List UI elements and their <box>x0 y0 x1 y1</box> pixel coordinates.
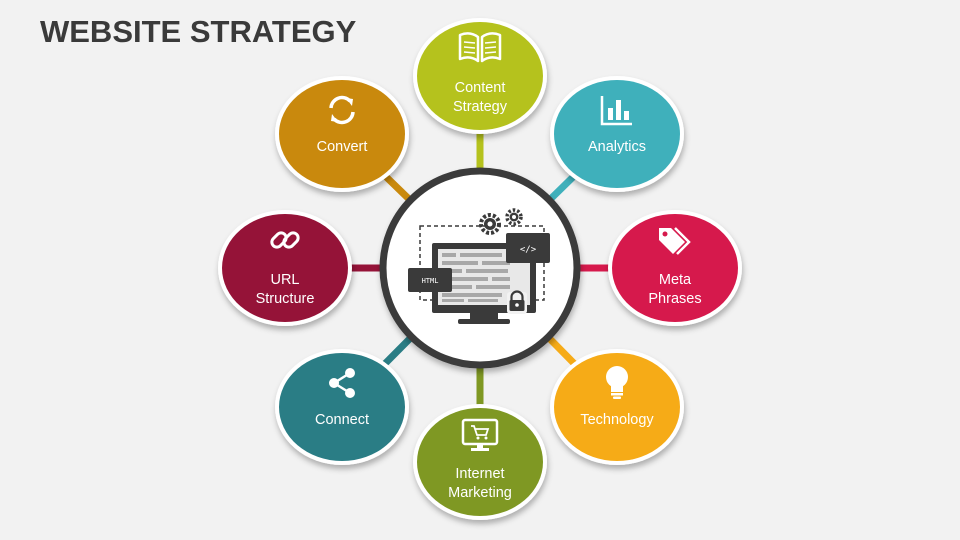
page-title: WEBSITE STRATEGY <box>40 14 357 49</box>
monitor-cart-icon <box>461 418 499 451</box>
link-icon <box>270 231 300 249</box>
nodes: ContentStrategyAnalyticsMetaPhrasesTechn… <box>218 18 742 520</box>
lock-icon <box>507 290 527 314</box>
node-fill-convert <box>279 80 405 188</box>
website-code-monitor-icon: HTML </> <box>408 208 550 324</box>
node-label-url-structure: URL <box>270 272 299 288</box>
node-label-meta-phrases: Phrases <box>648 291 701 307</box>
node-fill-meta-phrases <box>612 214 738 322</box>
node-label-convert: Convert <box>317 139 368 155</box>
node-analytics: Analytics <box>550 76 684 192</box>
node-label-internet-marketing: Internet <box>455 466 504 482</box>
bar-chart-icon <box>600 96 632 126</box>
gears-icon <box>479 208 523 235</box>
node-label-url-structure: Structure <box>256 291 315 307</box>
node-connect: Connect <box>275 349 409 465</box>
share-icon <box>329 368 355 398</box>
sync-arrows-icon <box>329 95 355 125</box>
node-label-analytics: Analytics <box>588 139 646 155</box>
node-fill-internet-marketing <box>417 408 543 516</box>
node-fill-connect <box>279 353 405 461</box>
open-book-icon <box>458 32 502 63</box>
node-label-internet-marketing: Marketing <box>448 485 512 501</box>
node-convert: Convert <box>275 76 409 192</box>
node-url-structure: URL Structure <box>218 210 352 326</box>
node-fill-analytics <box>554 80 680 188</box>
node-fill-technology <box>554 353 680 461</box>
tags-icon <box>659 227 691 255</box>
html-tag-label: HTML <box>422 277 439 285</box>
code-tag-label: </> <box>520 245 537 255</box>
node-label-content-strategy: Strategy <box>453 99 508 115</box>
node-label-connect: Connect <box>315 412 369 428</box>
node-label-meta-phrases: Meta <box>659 272 692 288</box>
node-label-technology: Technology <box>580 412 654 428</box>
node-technology: Technology <box>550 349 684 465</box>
node-label-content-strategy: Content <box>455 80 506 96</box>
center-hub: HTML </> <box>379 167 581 369</box>
lightbulb-icon <box>606 366 628 399</box>
node-fill-url-structure <box>222 214 348 322</box>
node-fill-content-strategy <box>417 22 543 130</box>
